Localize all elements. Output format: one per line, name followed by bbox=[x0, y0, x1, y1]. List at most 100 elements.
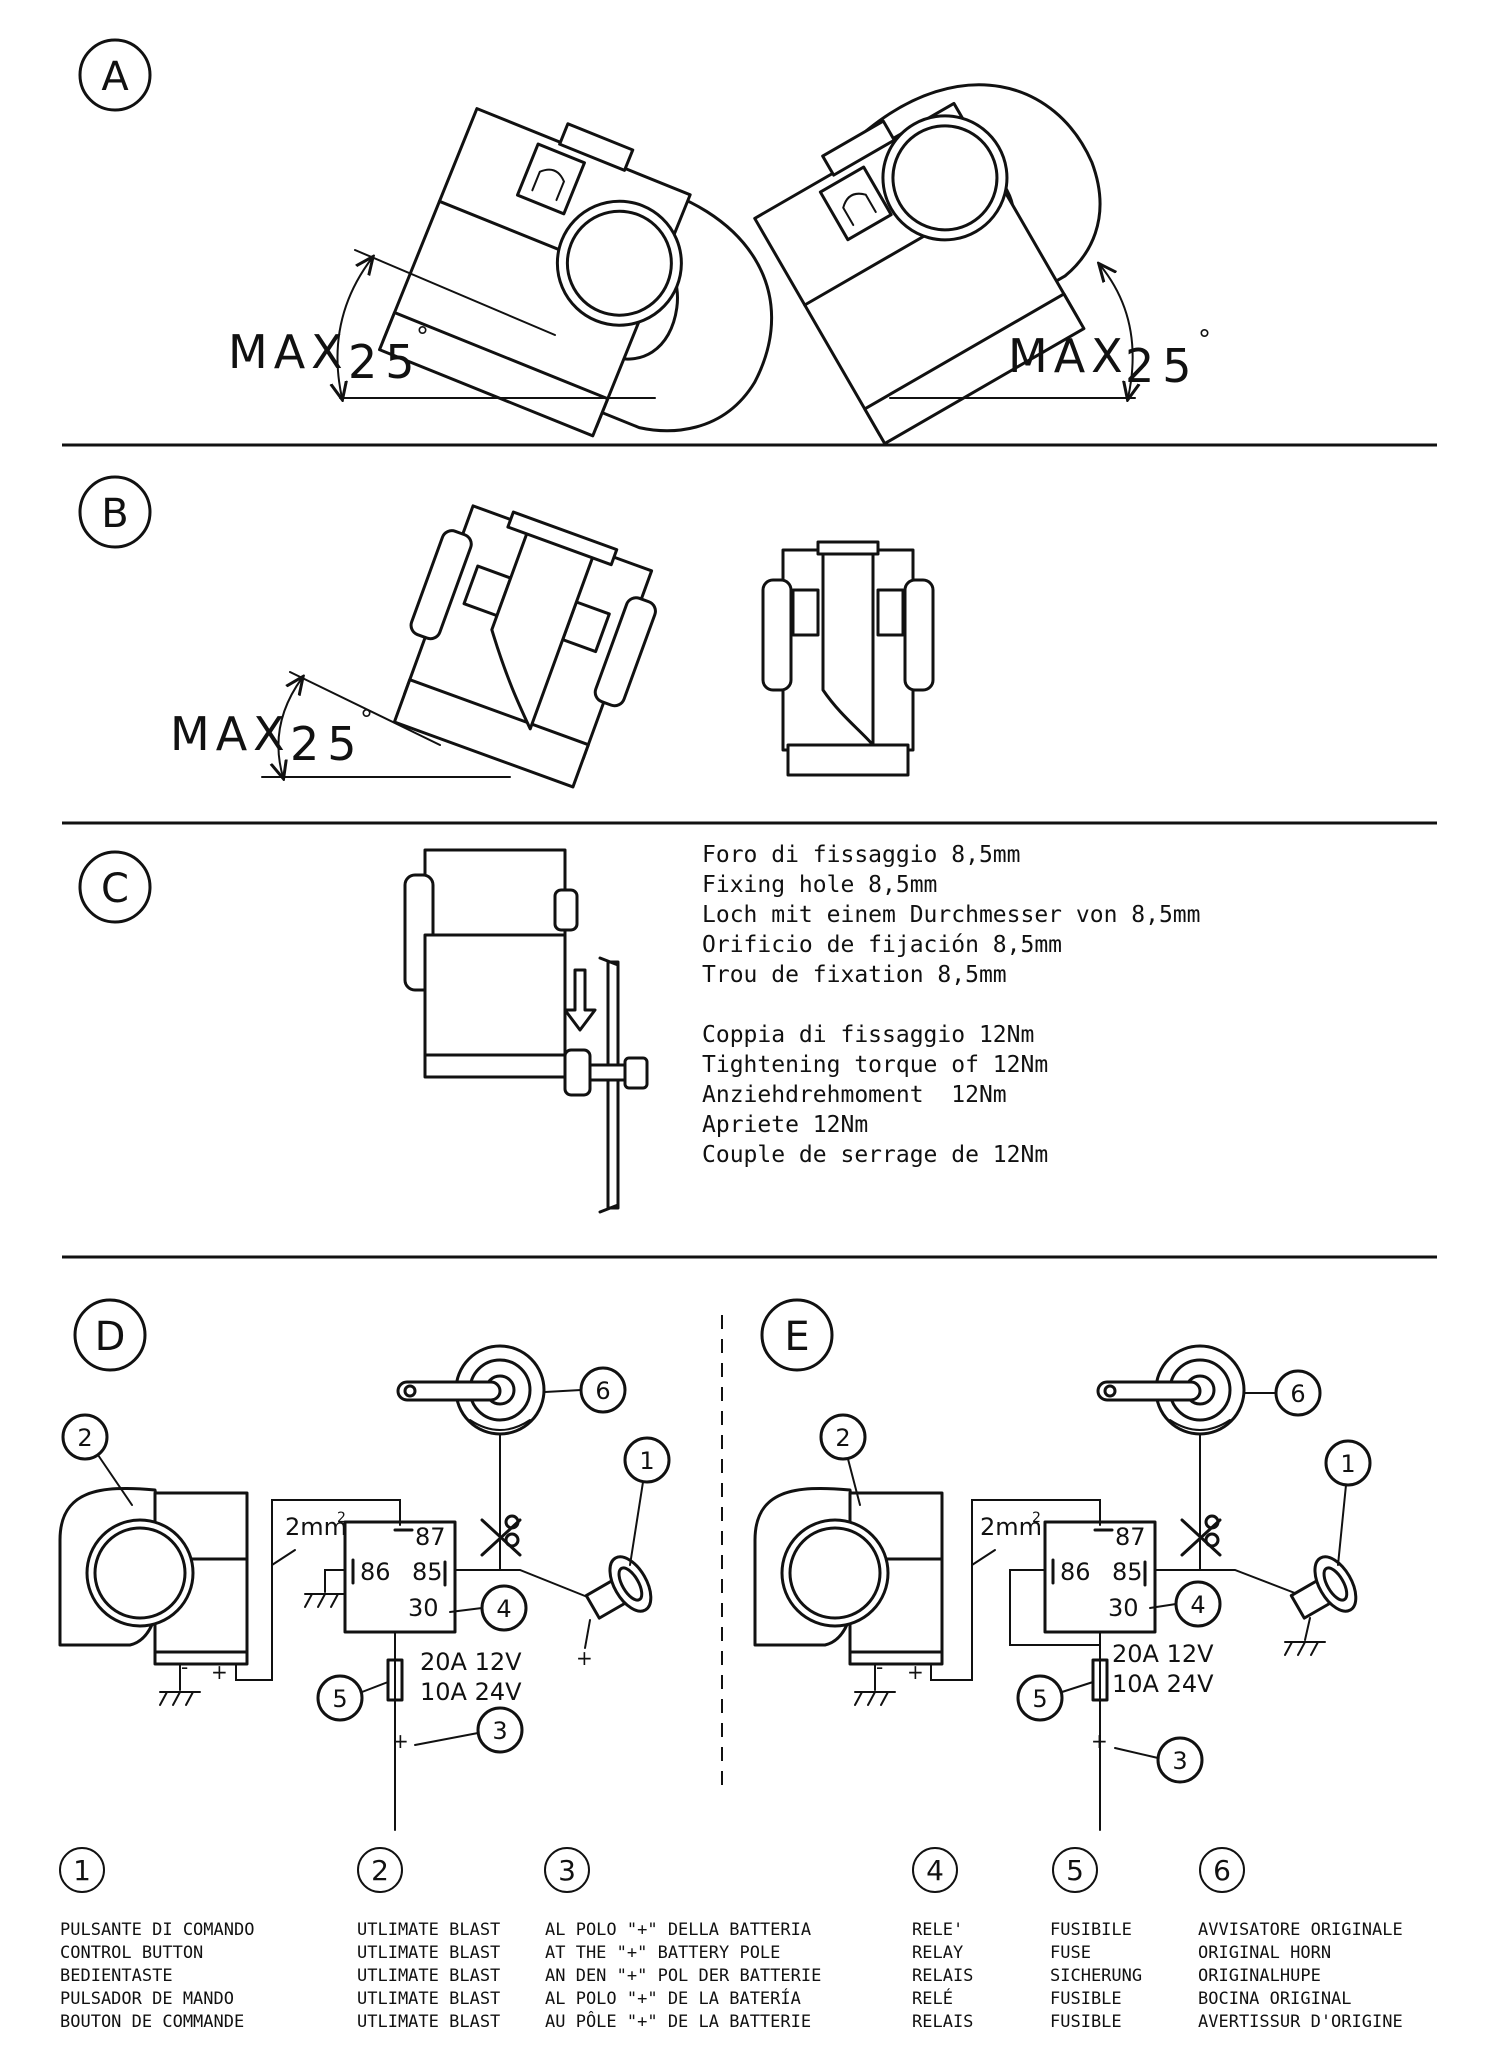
wire-gauge-sup-e: 2 bbox=[1032, 1510, 1041, 1526]
legend-1-line-4: BOUTON DE COMMANDE bbox=[60, 2012, 244, 2032]
spec-line-8: Anziehdrehmoment 12Nm bbox=[702, 1082, 1007, 1108]
callout-3-d: 3 bbox=[492, 1717, 507, 1745]
section-c-label: C bbox=[101, 866, 129, 912]
fuse-rating-12v-d: 20A 12V bbox=[420, 1648, 522, 1676]
legend-item-6: 6 AVVISATORE ORIGINALE ORIGINAL HORN ORI… bbox=[1198, 1847, 1403, 2032]
legend-5-line-3: FUSIBLE bbox=[1050, 1989, 1122, 2009]
plus-label-batt-d: + bbox=[392, 1729, 409, 1753]
nut bbox=[623, 1056, 649, 1090]
angle-arc-b bbox=[278, 678, 302, 777]
fuse-rating-24v-d: 10A 24V bbox=[420, 1678, 522, 1706]
section-d: D 2 - + 2mm 2 87 86 85 30 bbox=[58, 1298, 671, 1831]
down-arrow bbox=[563, 968, 597, 1032]
horn-tilted-right bbox=[753, 83, 1102, 446]
legend-4-line-1: RELAY bbox=[912, 1943, 963, 1963]
terminal-86-d: 86 bbox=[360, 1558, 391, 1586]
angle-unit-b: ° bbox=[360, 705, 373, 735]
angle-unit-left: ° bbox=[416, 322, 429, 352]
legend-3-line-4: AU PÔLE "+" DE LA BATTERIE bbox=[545, 2010, 811, 2032]
legend-1-line-2: BEDIENTASTE bbox=[60, 1966, 173, 1986]
legend-1-line-0: PULSANTE DI COMANDO bbox=[60, 1920, 254, 1940]
ground-symbol-e2 bbox=[1284, 1641, 1326, 1656]
angle-max-b: MAX bbox=[170, 707, 291, 761]
section-a: A MAX 25 ° bbox=[78, 38, 1211, 446]
section-a-label: A bbox=[101, 54, 129, 100]
legend-6-line-1: ORIGINAL HORN bbox=[1198, 1943, 1331, 1963]
legend-item-4: 4 RELE' RELAY RELAIS RELÉ RELAIS bbox=[912, 1847, 973, 2032]
legend-3-line-3: AL POLO "+" DE LA BATERÍA bbox=[545, 1987, 801, 2009]
angle-value-b: 25 bbox=[290, 717, 365, 771]
callout-1-e: 1 bbox=[1340, 1450, 1355, 1478]
spec-line-6: Coppia di fissaggio 12Nm bbox=[702, 1022, 1034, 1048]
ultimate-blast-horn-d bbox=[58, 1487, 249, 1666]
legend-num-6: 6 bbox=[1213, 1854, 1231, 1887]
original-horn-e bbox=[1096, 1344, 1246, 1436]
terminal-30-d: 30 bbox=[408, 1594, 439, 1622]
legend-6-line-3: BOCINA ORIGINAL bbox=[1198, 1989, 1352, 2009]
legend-2-line-4: UTLIMATE BLAST bbox=[357, 2012, 500, 2032]
legend-5-line-4: FUSIBLE bbox=[1050, 2012, 1122, 2032]
spec-line-4: Trou de fixation 8,5mm bbox=[702, 962, 1007, 988]
callout-4-e: 4 bbox=[1190, 1591, 1205, 1619]
fuse-rating-24v-e: 10A 24V bbox=[1112, 1670, 1214, 1698]
plus-label-d: + bbox=[211, 1660, 228, 1684]
fuse-e bbox=[1091, 1658, 1109, 1702]
legend-6-line-0: AVVISATORE ORIGINALE bbox=[1198, 1920, 1403, 1940]
plus-label-btn-d: + bbox=[576, 1646, 593, 1670]
fuse-d bbox=[386, 1658, 404, 1702]
angle-value-right: 25 bbox=[1125, 339, 1200, 393]
legend-2-line-0: UTLIMATE BLAST bbox=[357, 1920, 500, 1940]
legend-4-line-4: RELAIS bbox=[912, 2012, 973, 2032]
minus-label-e: - bbox=[876, 1655, 883, 1679]
horn-side-mount bbox=[403, 848, 649, 1214]
angle-value-left: 25 bbox=[348, 335, 423, 389]
legend-5-line-1: FUSE bbox=[1050, 1943, 1091, 1963]
legend-1-line-3: PULSADOR DE MANDO bbox=[60, 1989, 234, 2009]
spec-line-0: Foro di fissaggio 8,5mm bbox=[702, 842, 1021, 868]
cut-wire-mark-d bbox=[480, 1518, 522, 1557]
angle-arc-right bbox=[1100, 265, 1133, 398]
horn-front-upright bbox=[761, 540, 935, 777]
plus-label-e: + bbox=[907, 1660, 924, 1684]
section-e-label: E bbox=[784, 1314, 809, 1360]
callout-2-d: 2 bbox=[77, 1424, 92, 1452]
angle-max-left: MAX bbox=[228, 325, 349, 379]
callout-5-e: 5 bbox=[1032, 1685, 1047, 1713]
legend-2-line-1: UTLIMATE BLAST bbox=[357, 1943, 500, 1963]
angle-unit-right: ° bbox=[1198, 325, 1211, 355]
control-button-e bbox=[1289, 1555, 1358, 1620]
angle-max-right: MAX bbox=[1008, 329, 1129, 383]
legend-4-line-2: RELAIS bbox=[912, 1966, 973, 1986]
callout-2-e: 2 bbox=[835, 1424, 850, 1452]
original-horn-d bbox=[396, 1344, 546, 1436]
bolt-head bbox=[563, 1048, 592, 1097]
horn-front-tilted bbox=[392, 504, 657, 789]
section-e: E 2 - + 2mm 2 87 86 85 30 4 bbox=[753, 1298, 1372, 1831]
relay-d bbox=[343, 1520, 457, 1634]
spec-line-2: Loch mit einem Durchmesser von 8,5mm bbox=[702, 902, 1201, 928]
wire-gauge-d: 2mm bbox=[285, 1513, 347, 1541]
legend-item-1: 1 PULSANTE DI COMANDO CONTROL BUTTON BED… bbox=[59, 1847, 254, 2032]
cut-wire-mark-e bbox=[1180, 1518, 1222, 1557]
section-b-label: B bbox=[101, 491, 128, 537]
legend-2-line-3: UTLIMATE BLAST bbox=[357, 1989, 500, 2009]
legend-item-3: 3 AL POLO "+" DELLA BATTERIA AT THE "+" … bbox=[544, 1847, 821, 2032]
callout-5-d: 5 bbox=[332, 1685, 347, 1713]
ultimate-blast-horn-e bbox=[753, 1487, 944, 1666]
terminal-85-e: 85 bbox=[1112, 1558, 1143, 1586]
section-b: B MAX 25 ° bbox=[78, 475, 935, 789]
legend-6-line-4: AVERTISSUR D'ORIGINE bbox=[1198, 2012, 1403, 2032]
ground-symbol-d2 bbox=[304, 1593, 346, 1608]
legend-5-line-0: FUSIBILE bbox=[1050, 1920, 1132, 1940]
legend-item-2: 2 UTLIMATE BLAST UTLIMATE BLAST UTLIMATE… bbox=[357, 1847, 500, 2032]
legend-6-line-2: ORIGINALHUPE bbox=[1198, 1966, 1321, 1986]
legend-3-line-0: AL POLO "+" DELLA BATTERIA bbox=[545, 1920, 811, 1940]
wire-gauge-e: 2mm bbox=[980, 1513, 1042, 1541]
legend-3-line-1: AT THE "+" BATTERY POLE bbox=[545, 1943, 780, 1963]
terminal-30-e: 30 bbox=[1108, 1594, 1139, 1622]
legend-num-1: 1 bbox=[73, 1854, 91, 1887]
terminal-85-d: 85 bbox=[412, 1558, 443, 1586]
angle-tilt-line-left bbox=[354, 249, 556, 336]
